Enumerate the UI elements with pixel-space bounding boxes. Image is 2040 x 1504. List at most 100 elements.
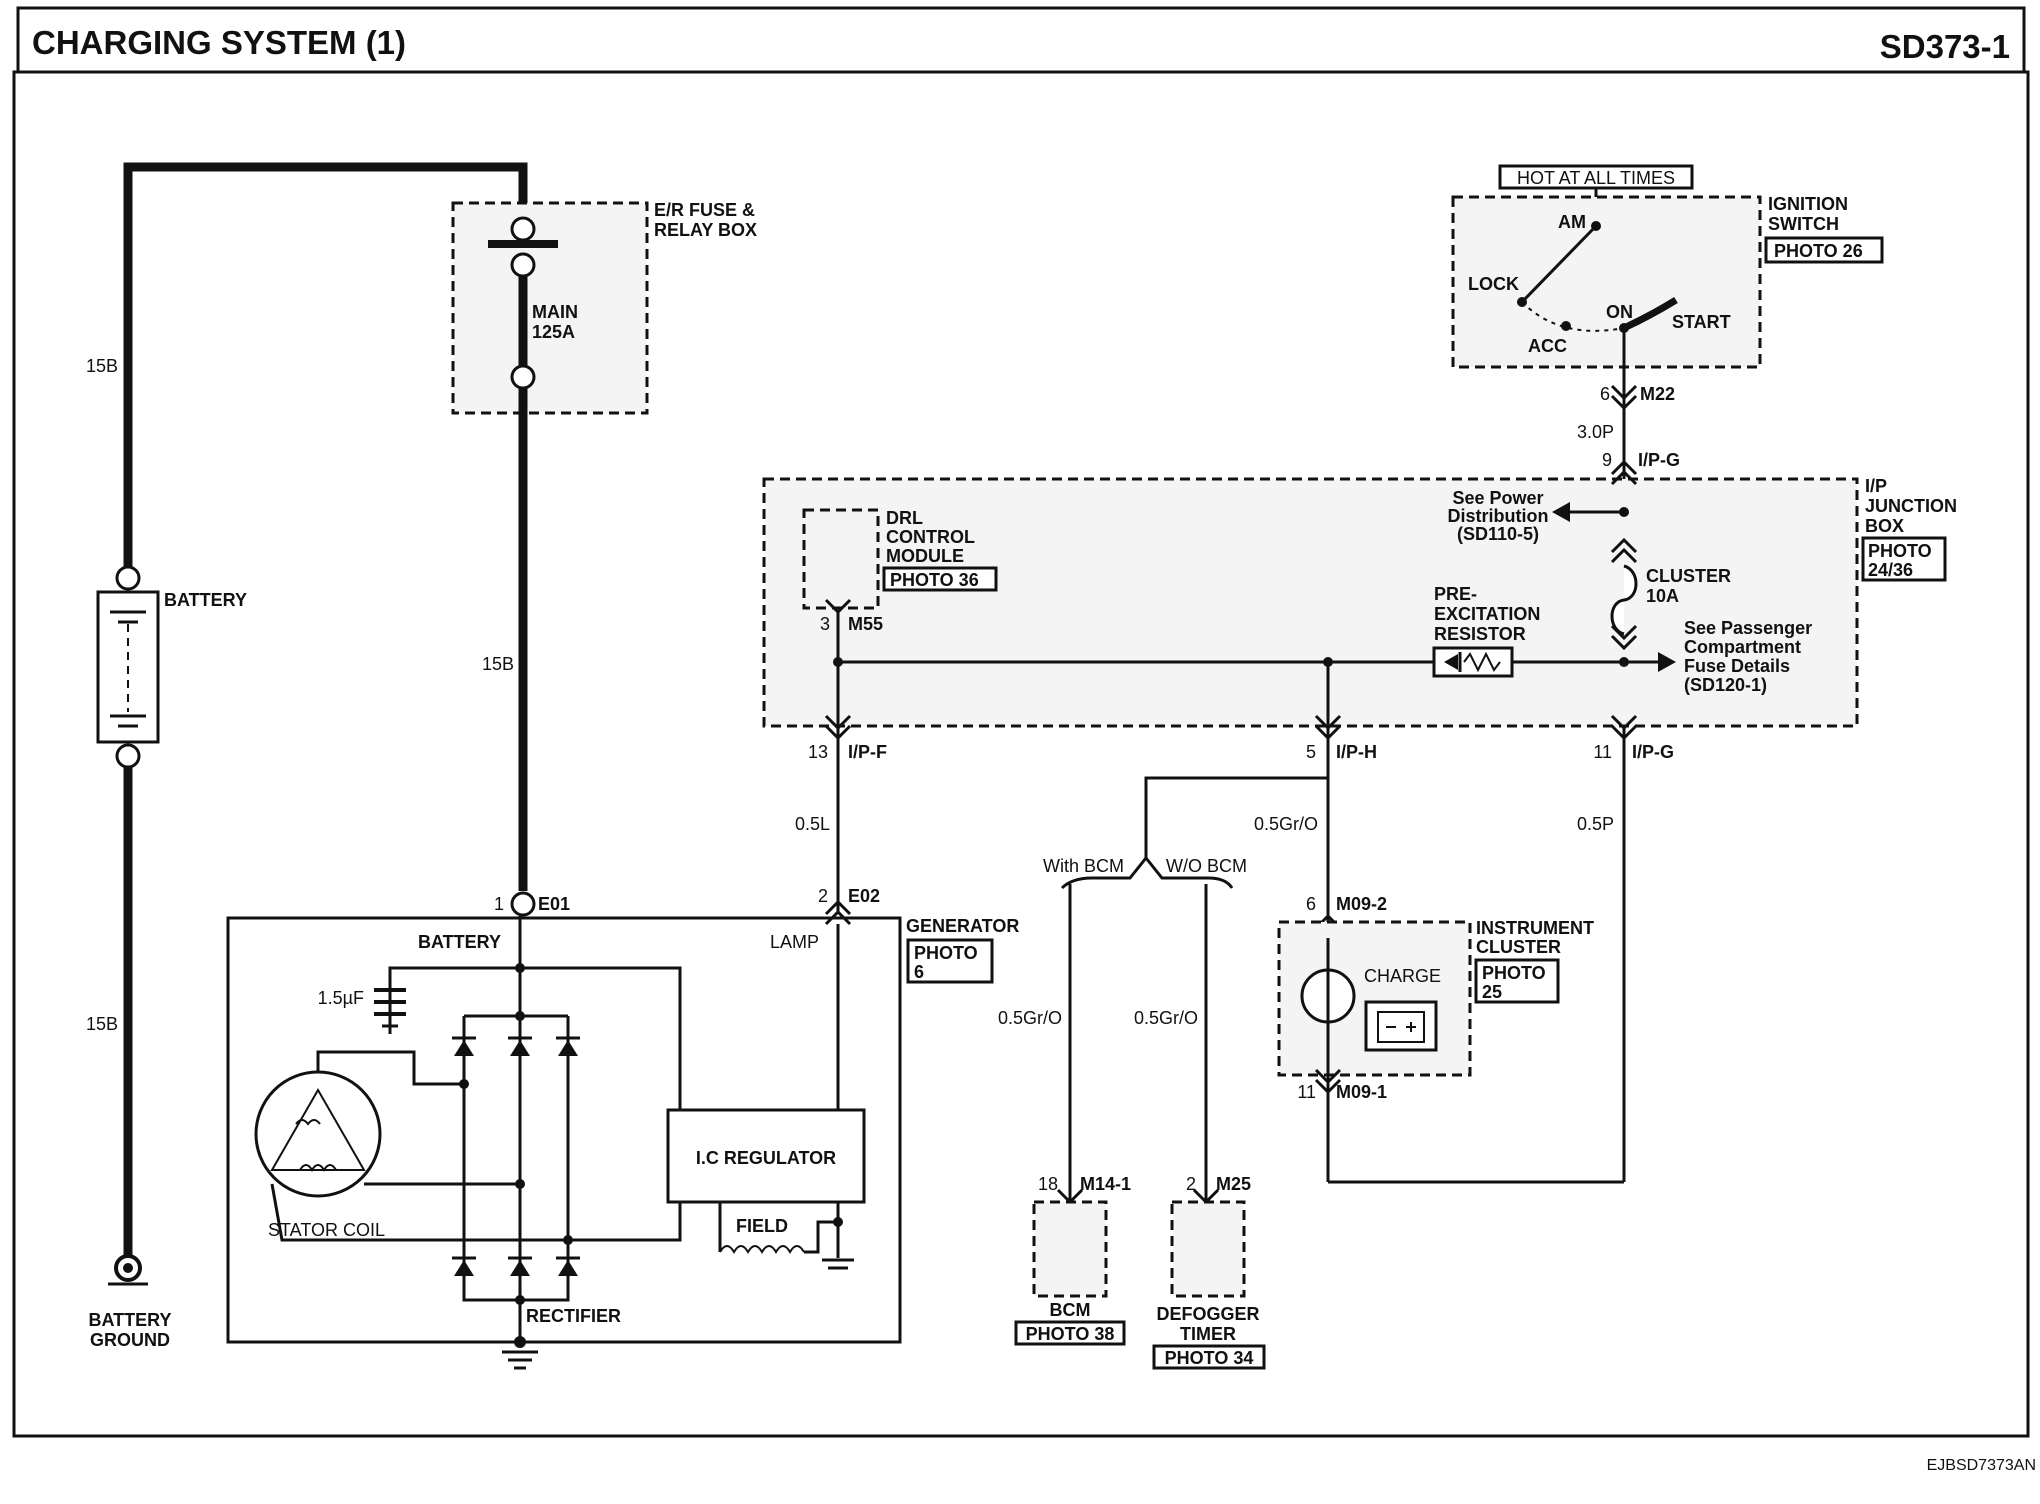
drl-photo-tag [882, 566, 998, 592]
junction-photo-2: 24/36 [1868, 560, 1913, 580]
battery-ground-label-1: BATTERY [89, 1310, 172, 1330]
rectifier-ground-splice [514, 1336, 526, 1348]
e02-connector [824, 899, 852, 926]
ignition-switch-arm [1520, 224, 1598, 304]
m09-1-connector [1314, 1068, 1342, 1095]
bcm-branch-wire [1144, 776, 1328, 858]
ignition-pos-acc: ACC [1528, 336, 1567, 356]
main-fuse-output-terminal [510, 364, 536, 390]
resistor-label-3: RESISTOR [1434, 624, 1526, 644]
battery-top-wire [123, 162, 528, 578]
m22-connector [1610, 384, 1638, 411]
field-label: FIELD [736, 1216, 788, 1236]
ignition-pos-am: AM [1558, 212, 1586, 232]
junction-photo-tag [1861, 536, 1947, 582]
see-power-1: See Power [1452, 488, 1543, 508]
e02-pin: 2 [818, 886, 828, 906]
battery-bus-splice [515, 963, 525, 973]
field-coil [719, 1245, 805, 1254]
battery-ground-symbol [123, 1263, 133, 1273]
generator-label: GENERATOR [906, 916, 1019, 936]
drl-photo: PHOTO 36 [890, 570, 979, 590]
m25-label: M25 [1216, 1174, 1251, 1194]
battery-warning-plus [1406, 1022, 1416, 1032]
ignition-wire-label: 3.0P [1577, 422, 1614, 442]
m09-1-label: M09-1 [1336, 1082, 1387, 1102]
see-passenger-2: Compartment [1684, 637, 1801, 657]
cluster-label-2: CLUSTER [1476, 937, 1561, 957]
er-fuse-relay-box [451, 201, 649, 415]
page-title: CHARGING SYSTEM (1) [32, 24, 406, 61]
drl-label-1: DRL [886, 508, 923, 528]
junction-photo-1: PHOTO [1868, 541, 1932, 561]
cluster-fuse-top-connector [1610, 537, 1638, 564]
stator-phase-a [316, 1050, 464, 1086]
ip-junction-box [762, 477, 1859, 728]
m09-2-label: M09-2 [1336, 894, 1387, 914]
stator-phase-c [270, 1183, 568, 1242]
ic-regulator [666, 1108, 866, 1204]
fuse-box-label-2: RELAY BOX [654, 220, 757, 240]
header-frame [16, 6, 2026, 74]
ipg-bottom-connector [1610, 714, 1638, 741]
m14-1-label: M14-1 [1080, 1174, 1131, 1194]
ignition-label-2: SWITCH [1768, 214, 1839, 234]
m14-1-pin: 18 [1038, 1174, 1058, 1194]
defogger-label-2: TIMER [1180, 1324, 1236, 1344]
stator-winding [295, 1119, 321, 1126]
cluster-label-1: INSTRUMENT [1476, 918, 1594, 938]
field-return-wire [804, 1220, 838, 1254]
m22-pin: 6 [1600, 384, 1610, 404]
ipg-top-connector [1610, 459, 1638, 486]
generator-lamp-label: LAMP [770, 932, 819, 952]
junction-label-2: JUNCTION [1865, 496, 1957, 516]
page-code: SD373-1 [1880, 28, 2010, 65]
m55-pin: 3 [820, 614, 830, 634]
ignition-label-1: IGNITION [1768, 194, 1848, 214]
resistor-zigzag [1463, 651, 1501, 673]
fuse-box-label-1: E/R FUSE & [654, 200, 755, 220]
stator-winding [299, 1164, 337, 1172]
junction-label-1: I/P [1865, 476, 1887, 496]
e01-terminal [510, 891, 536, 917]
ipg-bottom-pin: 11 [1593, 742, 1612, 762]
ignition-start-contact [1622, 297, 1678, 332]
ipf-wire-label: 0.5L [795, 814, 830, 834]
rectifier-top-splice [515, 1011, 525, 1021]
see-passenger-3: Fuse Details [1684, 656, 1790, 676]
ignition-photo: PHOTO 26 [1774, 241, 1863, 261]
ignition-photo-tag [1764, 236, 1884, 264]
cluster-photo-tag [1474, 958, 1560, 1004]
rectifier-diode [510, 1040, 530, 1056]
fuse-wire-label: 15B [482, 654, 514, 674]
generator-photo-2: 6 [914, 962, 924, 982]
wo-bcm-label: W/O BCM [1166, 856, 1247, 876]
resistor-label-1: PRE- [1434, 584, 1477, 604]
bcm-photo: PHOTO 38 [1026, 1324, 1115, 1344]
hot-at-all-times: HOT AT ALL TIMES [1517, 168, 1675, 188]
charge-label: CHARGE [1364, 966, 1441, 986]
m55-label: M55 [848, 614, 883, 634]
battery-top-terminal [115, 565, 141, 591]
rectifier-label: RECTIFIER [526, 1306, 621, 1326]
e01-pin: 1 [494, 894, 504, 914]
cluster-fuse-symbol [1610, 564, 1638, 636]
e01-label: E01 [538, 894, 570, 914]
bcm-wire-label: 0.5Gr/O [998, 1008, 1062, 1028]
diagram-frame [12, 70, 2030, 1438]
ignition-switch-box [1451, 195, 1762, 369]
rectifier-diode [454, 1260, 474, 1276]
defogger-wire-label: 0.5Gr/O [1134, 1008, 1198, 1028]
ipg-top-label: I/P-G [1638, 450, 1680, 470]
resistor-label-2: EXCITATION [1434, 604, 1540, 624]
ignition-pos-on: ON [1606, 302, 1633, 322]
power-distribution-arrowhead [1552, 502, 1570, 522]
stator-windings [270, 1087, 366, 1171]
rectifier-diode [558, 1260, 578, 1276]
iph-label: I/P-H [1336, 742, 1377, 762]
ignition-pos-start: START [1672, 312, 1731, 332]
ipf-pin: 13 [808, 742, 828, 762]
generator-battery-label: BATTERY [418, 932, 501, 952]
battery-label: BATTERY [164, 590, 247, 610]
